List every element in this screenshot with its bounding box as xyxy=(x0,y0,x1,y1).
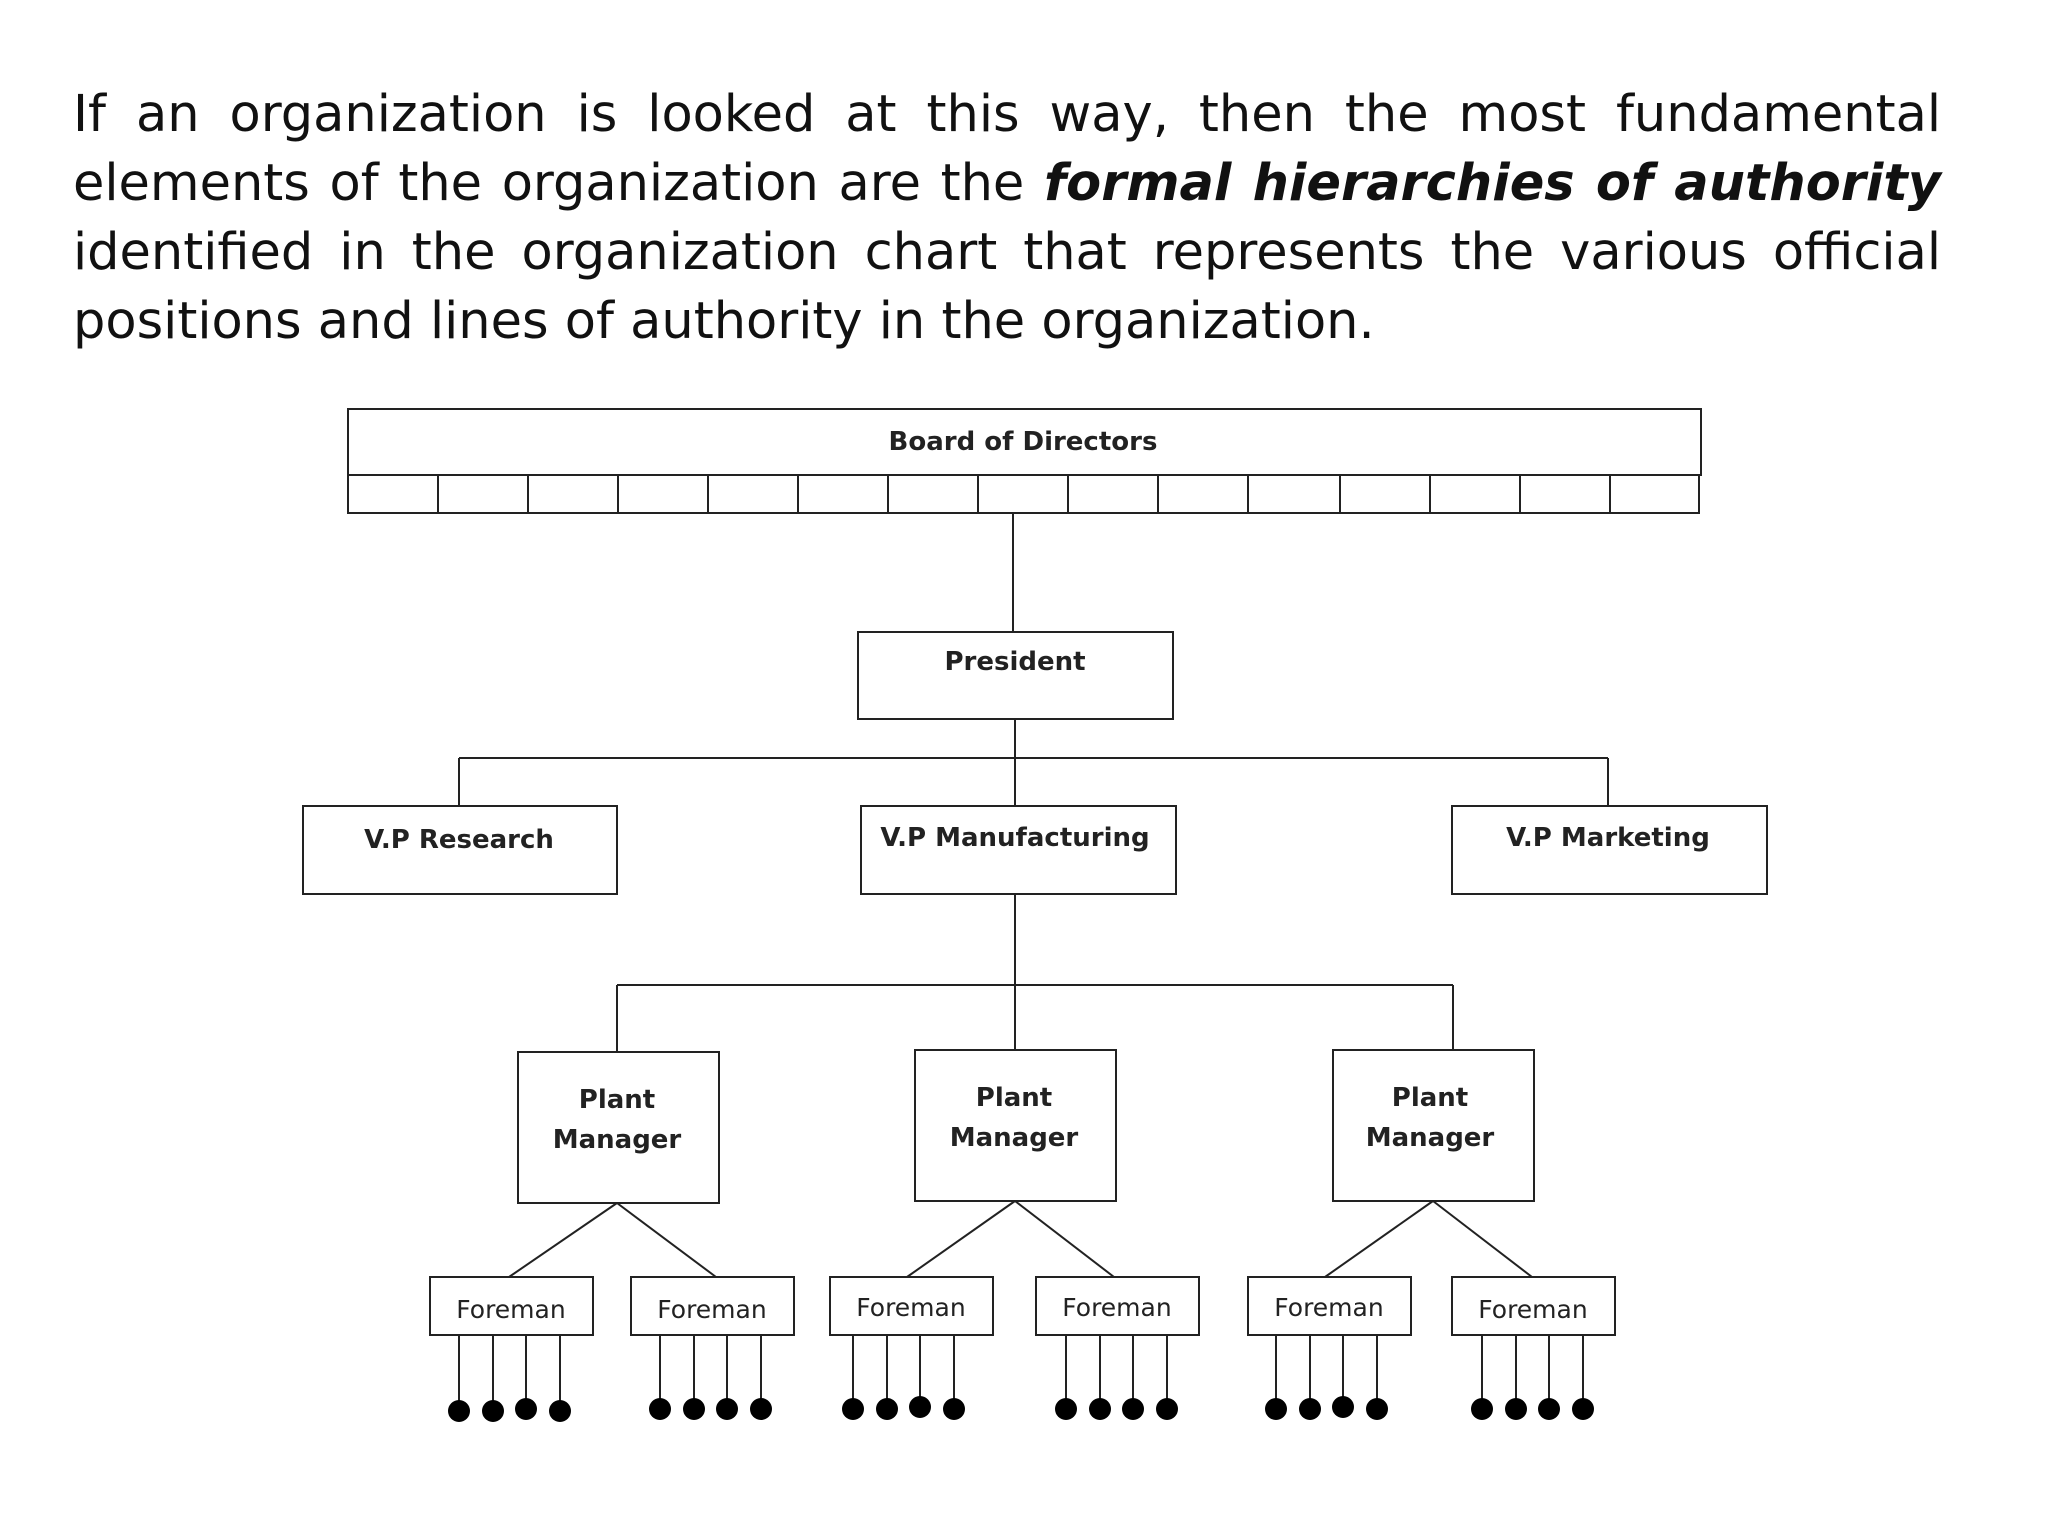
foreman-box-4 xyxy=(1035,1276,1200,1336)
vp-research-label: V.P Research xyxy=(364,825,554,855)
plant-manager-2-line1: Plant xyxy=(976,1083,1052,1113)
paragraph-text-end: identified in the organization chart tha… xyxy=(73,223,1941,351)
plant-manager-3-line1: Plant xyxy=(1392,1083,1468,1113)
worker-stems xyxy=(458,1335,1584,1408)
foreman-box-1 xyxy=(429,1276,594,1336)
foreman-label-5: Foreman xyxy=(1274,1293,1383,1322)
vp-manufacturing-label: V.P Manufacturing xyxy=(880,823,1149,853)
board-label: Board of Directors xyxy=(889,427,1158,457)
paragraph-emphasis: formal hierarchies of authority xyxy=(1043,154,1941,213)
plant-manager-2-line2: Manager xyxy=(950,1123,1079,1153)
worker-dots xyxy=(448,1396,1594,1422)
connector-president-vps xyxy=(458,719,1609,806)
plant-manager-1-line2: Manager xyxy=(553,1125,682,1155)
foreman-label-1: Foreman xyxy=(456,1295,565,1324)
foreman-label-4: Foreman xyxy=(1062,1293,1171,1322)
foreman-box-5 xyxy=(1247,1276,1412,1336)
vp-research-box xyxy=(302,805,618,895)
vp-marketing-box xyxy=(1451,805,1768,895)
vp-manufacturing-box xyxy=(860,805,1177,895)
foreman-box-2 xyxy=(630,1276,795,1336)
connector-vp-plant-managers xyxy=(616,894,1454,1052)
intro-paragraph: If an organization is looked at this way… xyxy=(73,80,1941,356)
president-label: President xyxy=(944,647,1085,677)
foreman-box-6 xyxy=(1451,1276,1616,1336)
foreman-label-6: Foreman xyxy=(1478,1295,1587,1324)
board-segment-dividers xyxy=(437,475,1611,513)
plant-manager-1-line1: Plant xyxy=(579,1085,655,1115)
board-segment-strip xyxy=(347,474,1700,514)
vp-marketing-label: V.P Marketing xyxy=(1506,823,1710,853)
foreman-label-3: Foreman xyxy=(856,1293,965,1322)
plant-manager-3-line2: Manager xyxy=(1366,1123,1495,1153)
foreman-label-2: Foreman xyxy=(657,1295,766,1324)
foreman-box-3 xyxy=(829,1276,994,1336)
connector-plant-foremen xyxy=(508,1200,1533,1278)
paragraph-text-start: If an organization is looked at this way… xyxy=(73,85,1941,213)
